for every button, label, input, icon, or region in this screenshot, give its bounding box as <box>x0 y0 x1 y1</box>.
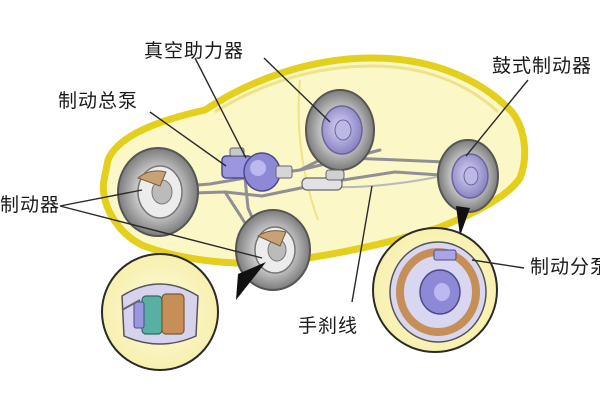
disc-brake-detail-circle <box>101 253 219 371</box>
parking-brake-lever <box>301 169 345 191</box>
zoom-connector-right <box>456 206 470 236</box>
car-door-line <box>297 79 319 221</box>
label-parking-brake-cable: 手刹线 <box>298 315 359 337</box>
vacuum-booster-assembly <box>221 147 293 192</box>
drum-brake-detail-circle <box>372 227 498 353</box>
label-vacuum-booster: 真空助力器 <box>144 40 245 62</box>
label-brake: 制动器 <box>0 194 61 216</box>
car-window-outline <box>214 64 500 114</box>
zoom-connector-left <box>236 262 266 300</box>
label-drum-brake: 鼓式制动器 <box>492 55 593 77</box>
label-wheel-cylinder: 制动分泵 <box>530 256 600 278</box>
leader-lines <box>59 57 529 303</box>
front-left-wheel <box>117 147 199 237</box>
label-master-cylinder: 制动总泵 <box>58 90 139 112</box>
rear-right-wheel <box>437 139 499 213</box>
car-body-silhouette <box>99 54 529 267</box>
rear-left-wheel <box>305 89 375 171</box>
